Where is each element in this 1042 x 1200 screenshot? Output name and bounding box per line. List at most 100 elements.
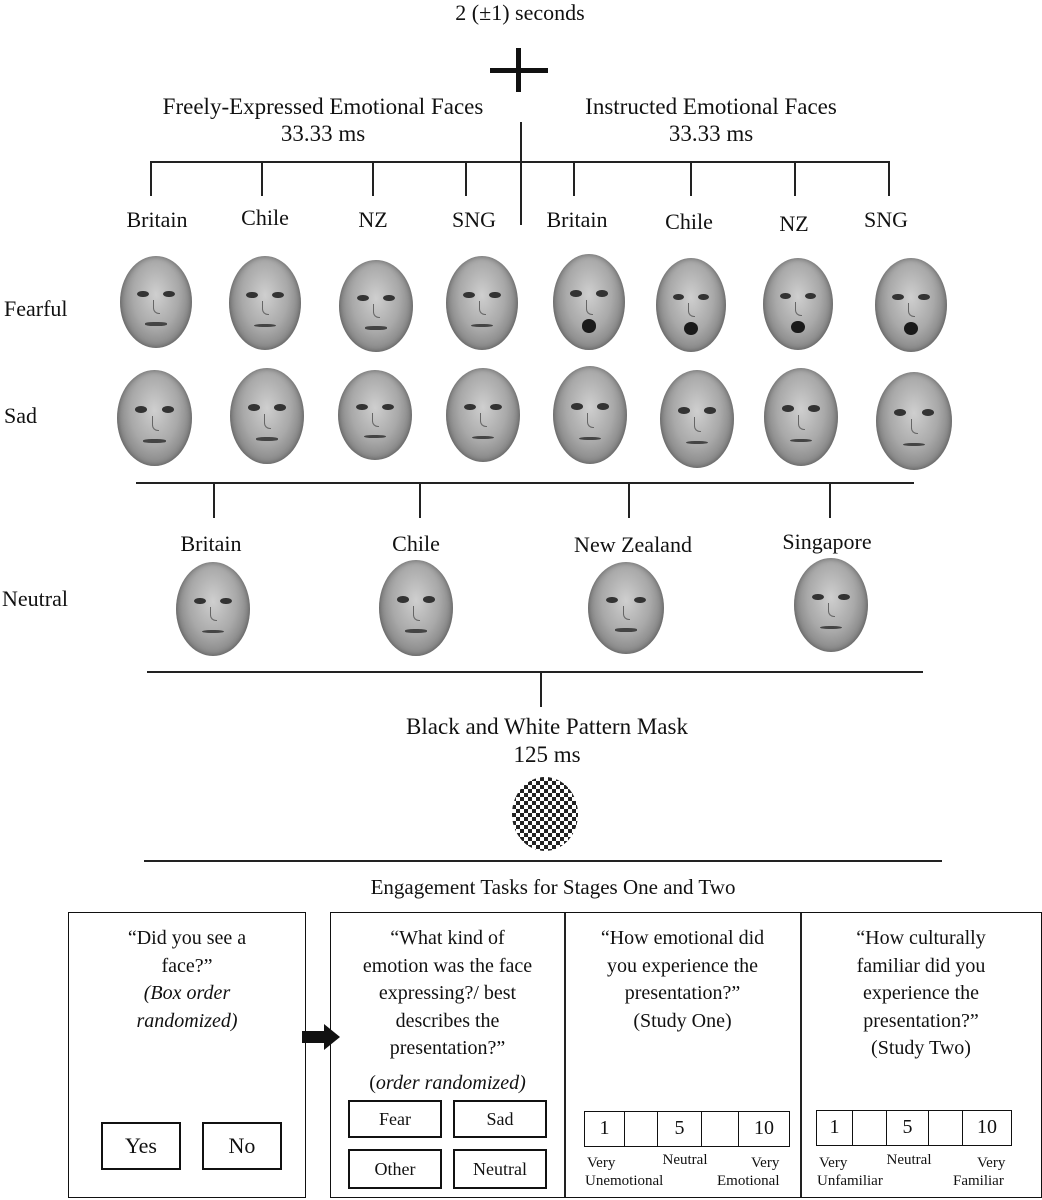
face-image-neutral-singapore: [794, 558, 868, 652]
face-image-fearful-chile-instructed: [656, 258, 726, 352]
task-box-familiarity-rating: “How culturally familiar did you experie…: [801, 913, 1041, 1197]
scale-low-label: Very: [819, 1155, 848, 1171]
neutral-branch-line: [136, 482, 914, 484]
country-label: SNG: [863, 207, 909, 232]
question-line: (Study Two): [871, 1037, 971, 1059]
row-label-sad: Sad: [4, 403, 37, 428]
scale-cell[interactable]: [625, 1112, 658, 1146]
branch-tick: [888, 161, 890, 196]
scale-cell[interactable]: [853, 1111, 887, 1145]
branch-tick: [628, 482, 630, 518]
question-line: familiar did you: [856, 954, 986, 977]
panel-divider: [564, 913, 566, 1197]
scale-cell[interactable]: 10: [754, 1117, 774, 1139]
checkerboard-mask-image: [512, 777, 578, 851]
scale-cell[interactable]: 1: [585, 1112, 625, 1146]
option-other[interactable]: Other: [348, 1149, 442, 1189]
face-image-sad-sng-instructed: [876, 372, 952, 470]
face-image-neutral-new-zealand: [588, 562, 664, 654]
scale-high-label: Very: [751, 1155, 780, 1171]
row-label-neutral: Neutral: [2, 586, 68, 611]
branch-tick: [465, 161, 467, 196]
tree-trunk-line: [520, 122, 522, 225]
free-expressed-time: 33.33 ms: [280, 121, 366, 146]
face-image-sad-nz-free: [338, 370, 412, 460]
branch-tick: [419, 482, 421, 518]
face-image-fearful-britain-free: [120, 256, 192, 348]
instructed-time: 33.33 ms: [668, 121, 754, 146]
option-fear[interactable]: Fear: [348, 1100, 442, 1138]
no-button[interactable]: No: [202, 1122, 282, 1170]
tasks-heading: Engagement Tasks for Stages One and Two: [370, 875, 736, 899]
order-note: (order randomized): [331, 1070, 564, 1098]
scale-cell[interactable]: 5: [887, 1111, 929, 1145]
country-label: NZ: [779, 211, 809, 236]
question-line: expressing?/ best: [378, 982, 517, 1004]
question-line: “Did you see a: [127, 927, 247, 949]
task-box-face-seen: “Did you see a face?” (Box order randomi…: [68, 912, 306, 1198]
question-line: emotion was the face: [362, 954, 533, 977]
option-sad[interactable]: Sad: [453, 1100, 547, 1138]
face-image-fearful-nz-free: [339, 260, 413, 352]
branch-tick: [829, 482, 831, 518]
task-box-emotional-rating: “How emotional did you experience the pr…: [565, 913, 800, 1197]
option-neutral[interactable]: Neutral: [453, 1149, 547, 1189]
question-line: presentation?”: [863, 1009, 979, 1032]
branch-tick: [794, 161, 796, 196]
branch-tick: [372, 161, 374, 196]
scale-cell[interactable]: [929, 1111, 963, 1145]
note-line: (Box order: [143, 982, 231, 1004]
familiarity-rating-scale[interactable]: 1 5 10: [816, 1110, 1012, 1146]
face-image-fearful-britain-instructed: [553, 254, 625, 350]
branch-tick: [540, 671, 542, 707]
scale-low-label: Unfamiliar: [817, 1173, 883, 1189]
free-expressed-title: Freely-Expressed Emotional Faces: [162, 94, 484, 119]
face-image-sad-chile-instructed: [660, 370, 734, 468]
question-line: (Study One): [633, 1009, 732, 1032]
branch-tick: [150, 161, 152, 196]
right-arrow-icon: [302, 1024, 342, 1050]
neutral-country-label: Chile: [392, 531, 440, 556]
yes-button[interactable]: Yes: [101, 1122, 181, 1170]
face-image-sad-sng-free: [446, 368, 520, 462]
scale-cell[interactable]: [702, 1112, 739, 1146]
face-image-neutral-chile: [379, 560, 453, 656]
scale-high-label: Emotional: [717, 1173, 780, 1189]
task-panel-group: “What kind of emotion was the face expre…: [330, 912, 1042, 1198]
face-image-sad-britain-free: [117, 370, 192, 466]
country-label: Chile: [665, 209, 713, 234]
question-line: you experience the: [606, 954, 759, 977]
face-image-fearful-nz-instructed: [763, 258, 833, 350]
face-image-sad-britain-instructed: [553, 366, 627, 464]
question-line: “How culturally: [856, 927, 986, 949]
face-image-fearful-chile-free: [229, 256, 301, 350]
scale-cell[interactable]: 10: [977, 1116, 997, 1138]
scale-cell[interactable]: 5: [658, 1112, 702, 1146]
question-line: describes the: [395, 1009, 500, 1032]
note-paren: (: [369, 1072, 376, 1094]
question-line: face?”: [161, 954, 213, 977]
question-line: “What kind of: [390, 927, 505, 949]
neutral-country-label: Singapore: [782, 529, 872, 554]
branch-tick: [573, 161, 575, 196]
tasks-divider-line: [144, 860, 942, 862]
question-line: presentation?”: [624, 982, 741, 1004]
scale-low-label: Unemotional: [585, 1173, 664, 1189]
face-image-neutral-britain: [176, 562, 250, 656]
mask-branch-line: [147, 671, 923, 673]
scale-cell[interactable]: 1: [817, 1111, 853, 1145]
country-label: Britain: [126, 207, 188, 232]
country-label: NZ: [358, 207, 388, 232]
branch-tick: [213, 482, 215, 518]
fixation-duration: 2 (±1) seconds: [455, 0, 585, 25]
branch-tick: [261, 161, 263, 196]
scale-low-label: Very: [587, 1155, 616, 1171]
question-line: experience the: [862, 982, 980, 1004]
neutral-country-label: New Zealand: [574, 532, 692, 557]
note-text: order randomized): [375, 1072, 526, 1094]
tree-branch-line: [150, 161, 890, 163]
emotional-rating-scale[interactable]: 1 5 10: [584, 1111, 790, 1147]
scale-mid-label: Neutral: [886, 1152, 932, 1168]
face-image-fearful-sng-free: [446, 256, 518, 350]
neutral-country-label: Britain: [180, 531, 242, 556]
